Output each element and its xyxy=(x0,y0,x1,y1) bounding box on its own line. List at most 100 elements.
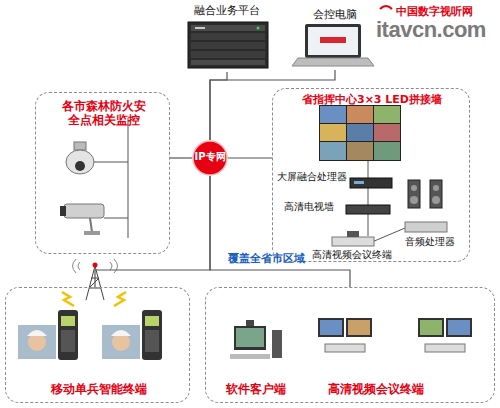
group-title: 各市森林防火安全点相关监控 xyxy=(56,99,151,128)
camera-wiring-part xyxy=(92,162,128,163)
conference-terminals-part xyxy=(346,318,372,337)
room-wiring xyxy=(368,161,405,242)
led-wall-part xyxy=(320,124,346,141)
radio-tower-part xyxy=(93,263,98,268)
camera-wiring xyxy=(92,118,128,238)
conference-terminals-part xyxy=(448,320,470,335)
bullet-camera xyxy=(60,204,104,235)
speakers-part xyxy=(408,180,420,208)
radio-tower-part xyxy=(91,278,99,279)
laptop-icon-part xyxy=(320,37,346,43)
led-wall-part xyxy=(374,124,400,141)
speakers xyxy=(408,180,442,208)
circle-shape xyxy=(193,141,227,175)
tv-wall-device-part xyxy=(346,205,390,214)
mobile-terminals-part xyxy=(58,310,78,360)
network-link xyxy=(210,176,350,287)
video-terminal-part xyxy=(347,231,359,237)
group-title: 移动单兵智能终端 xyxy=(6,382,191,396)
audio-processor xyxy=(405,222,447,232)
speakers-part xyxy=(430,180,442,208)
radio-tower-part xyxy=(73,259,118,273)
conference-terminals-part xyxy=(320,320,342,335)
group-box: 移动单兵智能终端 xyxy=(5,287,190,403)
laptop-icon xyxy=(292,24,374,66)
mobile-terminals xyxy=(18,310,162,360)
led-wall-part xyxy=(374,142,400,160)
mobile-terminals-part xyxy=(18,325,56,359)
group-box: 各市森林防火安全点相关监控 xyxy=(35,92,170,254)
led-wall-part xyxy=(374,106,400,123)
network-link xyxy=(95,176,210,287)
mobile-terminals-part xyxy=(102,325,140,359)
laptop-icon-part xyxy=(292,58,374,66)
server-rack-part xyxy=(191,51,265,58)
conference-terminals-part xyxy=(446,318,472,337)
server-rack-part xyxy=(195,27,205,29)
led-wall-part xyxy=(347,106,373,123)
watermark-logo-part xyxy=(380,6,392,9)
radio-tower-part xyxy=(95,266,104,300)
group-title: 软件客户端 xyxy=(211,382,301,396)
conference-terminals-part xyxy=(348,320,370,335)
server-rack-part xyxy=(191,25,265,31)
dome-camera-part xyxy=(66,150,94,174)
bullet-camera-part xyxy=(64,204,104,218)
signal-bolts-part xyxy=(114,292,126,306)
mobile-terminals-part xyxy=(61,316,75,326)
bullet-camera-part xyxy=(84,231,100,235)
group-title: 高清视频会议终端 xyxy=(316,382,436,396)
mobile-terminals-part xyxy=(145,316,159,326)
conference-terminals-part xyxy=(425,344,465,352)
speakers-part xyxy=(411,185,417,191)
device-label: 高清视频会议终端 xyxy=(312,249,392,261)
device-label: 大屏融合处理器 xyxy=(277,171,347,183)
signal-bolts-part xyxy=(62,292,74,306)
group-box: 软件客户端 高清视频会议终端 xyxy=(205,287,495,403)
node-label: 会控电脑 xyxy=(296,8,374,21)
mobile-terminals-part xyxy=(27,330,47,336)
video-terminal-part xyxy=(332,237,374,246)
video-terminal xyxy=(332,231,374,246)
conference-terminals-part xyxy=(418,318,444,337)
software-client-pc-part xyxy=(246,320,254,326)
device-label: 音频处理器 xyxy=(405,236,455,248)
network-link xyxy=(228,157,272,158)
led-wall-part xyxy=(320,106,346,123)
signal-bolts xyxy=(62,292,126,306)
radio-tower xyxy=(73,259,118,300)
conference-terminals xyxy=(318,318,472,352)
room-wiring-part xyxy=(368,161,369,236)
conference-terminals-part xyxy=(325,344,365,352)
room-wiring-part xyxy=(372,228,405,242)
watermark-logo xyxy=(380,6,392,9)
network-link xyxy=(170,157,192,158)
camera-wiring-part xyxy=(104,218,128,219)
processor-device-part xyxy=(350,178,392,188)
mobile-terminals-part xyxy=(145,330,159,352)
speakers-part xyxy=(432,196,440,204)
server-rack-part xyxy=(257,27,260,30)
software-client-pc-part xyxy=(236,328,264,347)
conference-terminals-part xyxy=(420,320,442,335)
mobile-terminals-part xyxy=(111,330,131,336)
bullet-camera-part xyxy=(60,206,66,216)
laptop-icon-part xyxy=(305,24,361,58)
processor-device xyxy=(350,178,392,188)
software-client-pc xyxy=(230,320,282,359)
mobile-terminals-part xyxy=(61,330,75,352)
group-title: 省指挥中心3×3 LED拼接墙 xyxy=(273,93,471,106)
server-rack-part xyxy=(191,60,265,65)
laptop-icon-part xyxy=(308,27,358,55)
led-wall-part xyxy=(347,124,373,141)
server-rack-part xyxy=(191,42,265,49)
bullet-camera-part xyxy=(90,218,92,232)
speakers-part xyxy=(410,196,418,204)
server-rack-part xyxy=(191,33,265,40)
dome-camera-part xyxy=(75,161,85,171)
watermark-text: itavcn.com xyxy=(376,17,486,43)
server-rack-part xyxy=(188,22,268,68)
